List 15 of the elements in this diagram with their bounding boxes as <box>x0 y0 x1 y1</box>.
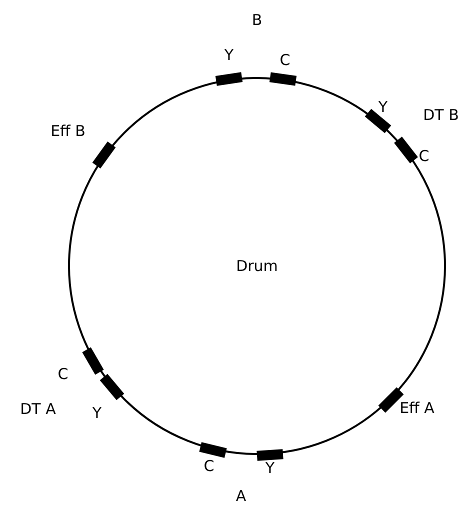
drum-label: Drum <box>236 257 278 275</box>
head-label: C <box>418 147 430 165</box>
head-label: Eff B <box>50 122 86 140</box>
head-label: A <box>236 487 246 505</box>
head-label: Y <box>265 459 275 477</box>
head-label: B <box>252 11 262 29</box>
head-label: C <box>280 51 290 69</box>
head-label: DT A <box>20 400 56 418</box>
head-label: Y <box>378 98 388 116</box>
head-label: C <box>204 457 214 475</box>
head-label: Y <box>224 46 234 64</box>
head-label: DT B <box>423 106 459 124</box>
head-label: C <box>58 365 68 383</box>
head-label: Y <box>92 404 102 422</box>
head-label: Eff A <box>400 399 434 417</box>
